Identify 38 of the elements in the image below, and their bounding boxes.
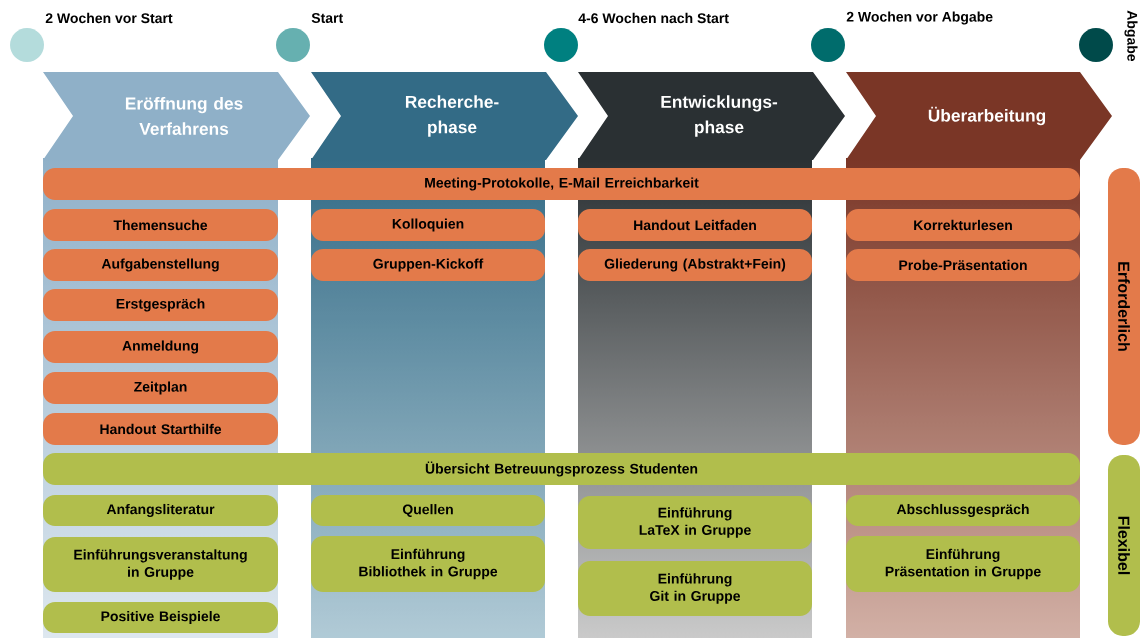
task-pill: Quellen: [311, 495, 545, 526]
task-pill: Einführung Bibliothek in Gruppe: [311, 536, 545, 592]
task-pill: Übersicht Betreuungsprozess Studenten: [43, 453, 1080, 485]
category-bar: Flexibel: [1108, 455, 1140, 636]
node-label: Recherche-phase: [405, 95, 499, 137]
task-pill: Einführung LaTeX in Gruppe: [578, 496, 812, 549]
task-pill: Einführungsveranstaltung in Gruppe: [43, 537, 278, 592]
task-pill: Handout Starthilfe: [43, 413, 278, 445]
task-pill: Themensuche: [43, 209, 278, 241]
node-label: 4-6 Wochen nach Start: [578, 12, 729, 24]
task-pill: Einführung Git in Gruppe: [578, 561, 812, 616]
node-label: Abgabe: [1124, 10, 1138, 62]
category-bar: Erforderlich: [1108, 168, 1140, 445]
task-pill: Aufgabenstellung: [43, 249, 278, 281]
phase-header: Eröffnung des Verfahrens: [43, 72, 310, 160]
task-pill: Gruppen-Kickoff: [311, 249, 545, 281]
node-label: Eröffnung des Verfahrens: [125, 96, 243, 136]
task-pill: Gliederung (Abstrakt+Fein): [578, 249, 812, 281]
phase-header: Recherche-phase: [311, 72, 578, 160]
task-pill: Zeitplan: [43, 372, 278, 404]
task-pill: Erstgespräch: [43, 289, 278, 321]
task-pill: Handout Leitfaden: [578, 209, 812, 241]
task-pill: Einführung Präsentation in Gruppe: [846, 536, 1080, 592]
node-label: Start: [311, 13, 343, 23]
task-pill: Meeting-Protokolle, E-Mail Erreichbarkeit: [43, 168, 1080, 200]
task-pill: Korrekturlesen: [846, 209, 1080, 241]
node-label: Überarbeitung: [928, 106, 1046, 126]
task-pill: Anfangsliteratur: [43, 495, 278, 526]
task-pill: Positive Beispiele: [43, 602, 278, 633]
phase-header: Entwicklungs-phase: [578, 72, 845, 160]
task-pill: Abschlussgespräch: [846, 495, 1080, 526]
node-label: Entwicklungs-phase: [661, 95, 778, 137]
task-pill: Kolloquien: [311, 209, 545, 241]
node-label: 2 Wochen vor Start: [45, 12, 173, 24]
task-pill: Anmeldung: [43, 331, 278, 363]
task-pill: Probe-Präsentation: [846, 249, 1080, 281]
phase-header: Überarbeitung: [846, 72, 1112, 160]
node-label: 2 Wochen vor Abgabe: [846, 11, 993, 25]
